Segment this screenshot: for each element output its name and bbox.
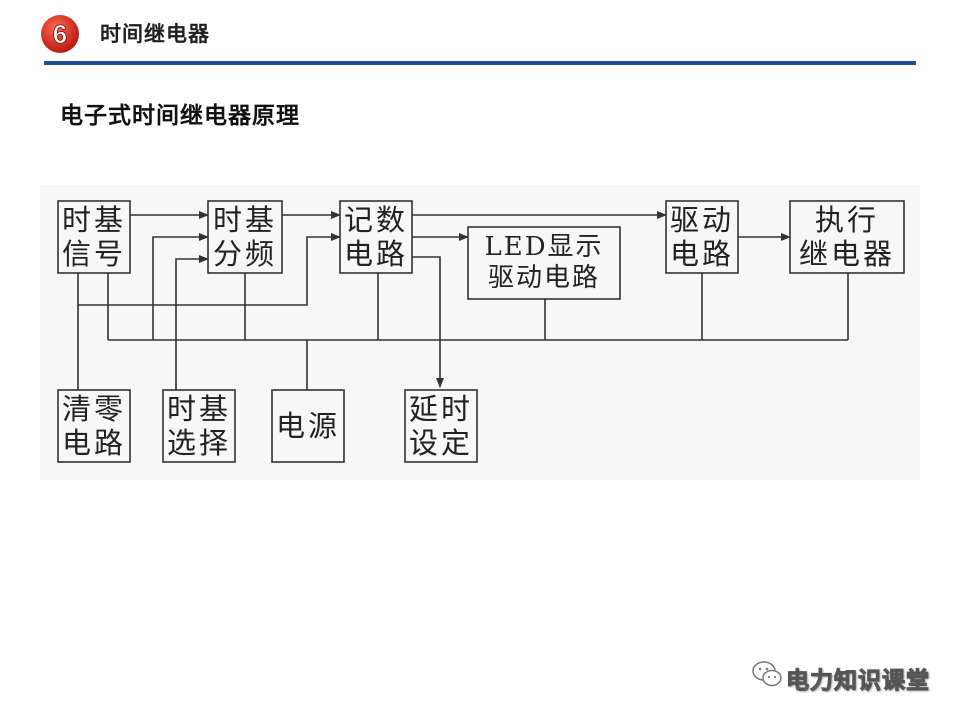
diagram-wires: [57, 200, 905, 463]
block-timebase-divider: 时基 分频: [212, 202, 277, 271]
badge-number: 6: [53, 19, 67, 49]
block-box-timebase-select: [162, 389, 236, 463]
block-box-delay: [404, 389, 478, 463]
wechat-icon: [752, 661, 782, 687]
block-power-supply: 电源: [275, 408, 340, 443]
block-drive-circuit: 驱动 电路: [669, 202, 734, 271]
block-counter-circuit: 记数 电路: [343, 202, 408, 271]
section-number-badge: 6: [40, 14, 80, 54]
block-timebase-select: 时基 选择: [166, 391, 231, 460]
wire-counter-to-delay: [412, 256, 444, 388]
wire-bus-to-divider: [152, 233, 209, 340]
block-led-driver: LED显示 驱动电路: [484, 232, 604, 293]
wire-reset-to-counter: [77, 233, 341, 306]
block-box-reset: [57, 389, 131, 463]
block-reset-circuit: 清零 电路: [61, 391, 126, 460]
page-subtitle: 电子式时间继电器原理: [60, 103, 300, 129]
block-timebase-signal: 时基 信号: [61, 202, 126, 271]
block-box-led-driver: [467, 226, 621, 300]
wire-select-to-divider: [175, 255, 209, 390]
block-box-power: [271, 389, 345, 463]
badge-circle-icon: 6: [41, 15, 79, 53]
header-divider: [44, 61, 916, 65]
header-title: 时间继电器: [100, 22, 210, 46]
block-relay: 执行 继电器: [798, 202, 895, 271]
block-box-timebase-signal: [57, 200, 131, 274]
block-diagram: 时基 信号 时基 分频 记数 电路 LED显示 驱动电路 驱动 电路 执行 继电…: [40, 185, 920, 480]
watermark: 电力知识课堂: [750, 655, 940, 695]
block-delay-setting: 延时 设定: [408, 391, 473, 460]
watermark-text: 电力知识课堂: [786, 668, 930, 695]
